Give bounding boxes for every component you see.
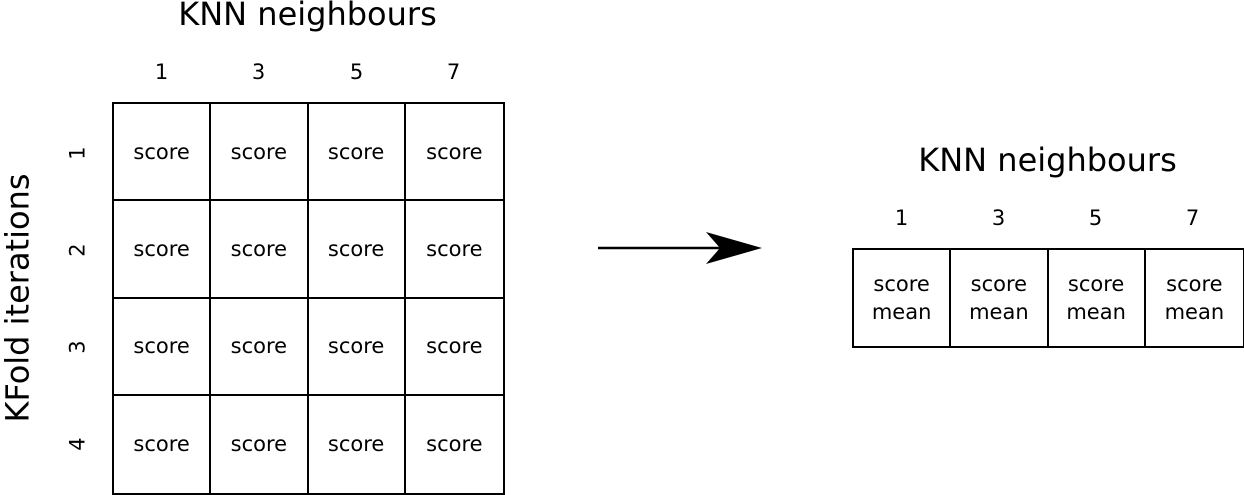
score-cell: score <box>211 298 309 396</box>
left-column-label-7: 7 <box>446 60 461 84</box>
mean-score-cell: score mean <box>854 250 952 346</box>
left-column-label-5: 5 <box>349 60 364 84</box>
right-table-title: KNN neighbours <box>918 141 1177 179</box>
mean-cell-line-2: mean <box>1164 300 1225 324</box>
mean-score-row: score mean score mean score mean score m… <box>852 248 1244 348</box>
score-cell: score <box>308 104 406 202</box>
score-cell: score <box>405 201 503 299</box>
score-cell: score <box>114 201 212 299</box>
mean-cell-line-2: mean <box>969 300 1029 324</box>
row-label-1: 1 <box>66 145 90 160</box>
score-cell: score <box>114 298 212 396</box>
row-axis-label-text: KFold iterations <box>0 172 37 423</box>
score-cell: score <box>114 104 212 202</box>
mean-score-cell: score mean <box>951 250 1049 346</box>
row-axis-label: KFold iterations <box>0 102 38 493</box>
score-cell: score <box>405 299 503 396</box>
mean-cell-line-1: score <box>1067 272 1125 296</box>
right-arrow-icon <box>598 232 762 264</box>
score-cell: score <box>308 201 406 299</box>
mean-cell-line-1: score <box>1166 272 1223 296</box>
mean-cell-line-1: score <box>873 272 930 296</box>
score-cell: score <box>308 298 406 396</box>
score-cell: score <box>114 395 212 493</box>
right-column-label-7: 7 <box>1185 206 1200 230</box>
score-cell: score <box>405 104 503 202</box>
score-cell: score <box>309 395 406 493</box>
row-label-3: 3 <box>66 339 90 354</box>
right-column-label-3: 3 <box>991 206 1006 230</box>
left-column-label-3: 3 <box>251 60 266 84</box>
mean-cell-line-1: score <box>970 272 1028 296</box>
left-table-title: KNN neighbours <box>178 0 437 33</box>
score-cell: score <box>426 432 483 457</box>
row-label-4: 4 <box>66 436 90 451</box>
row-label-2: 2 <box>66 242 90 257</box>
mean-score-cell: score mean <box>1146 250 1243 346</box>
mean-cell-line-2: mean <box>1066 300 1126 324</box>
left-column-label-1: 1 <box>154 60 169 84</box>
mean-score-cell: score mean <box>1049 250 1146 346</box>
score-cell: score <box>211 395 309 493</box>
right-column-label-5: 5 <box>1088 206 1103 230</box>
mean-cell-line-2: mean <box>871 300 932 324</box>
score-grid: score score score score score score scor… <box>112 102 505 495</box>
score-cell: score <box>211 201 309 299</box>
score-cell: score <box>211 104 309 202</box>
right-column-label-1: 1 <box>894 206 909 230</box>
